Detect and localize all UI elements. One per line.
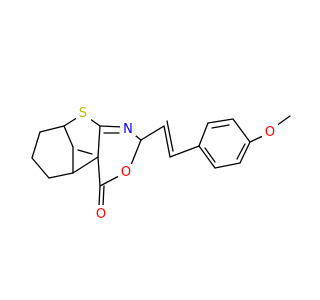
thiophene-ring	[63, 113, 101, 174]
bond	[39, 125, 65, 133]
molecule-structure: S N O O O	[31, 104, 291, 222]
bond	[239, 141, 251, 164]
bond	[275, 115, 291, 127]
ring-oxygen-atom: O	[121, 165, 131, 180]
vinyl-linker	[140, 120, 200, 158]
bond	[204, 147, 216, 163]
bond	[198, 122, 209, 147]
atom-labels: S N O O O	[76, 104, 278, 222]
bond	[102, 185, 105, 207]
bond	[169, 145, 200, 158]
bond	[77, 149, 93, 155]
bond	[130, 139, 142, 166]
bond	[236, 143, 246, 160]
bond	[214, 162, 241, 169]
cyclohexane-ring	[31, 125, 74, 179]
bond	[99, 175, 120, 187]
bond	[211, 124, 230, 129]
bond	[232, 118, 251, 143]
bond	[48, 172, 74, 179]
bond	[31, 131, 41, 159]
bond	[207, 118, 234, 124]
bond	[31, 157, 50, 179]
carbonyl-oxygen-atom: O	[96, 207, 106, 222]
bond	[198, 145, 216, 169]
bond	[98, 185, 101, 207]
bond	[97, 156, 101, 187]
oxazinone-ring	[97, 125, 142, 207]
bond	[166, 120, 174, 152]
bond	[99, 125, 124, 128]
methoxyphenyl-ring	[198, 115, 291, 169]
bond	[163, 125, 171, 158]
bond	[140, 125, 165, 141]
bond	[63, 125, 74, 148]
sulfur-atom: S	[79, 106, 87, 121]
bond	[72, 156, 99, 174]
nitrogen-atom: N	[123, 122, 133, 137]
methoxy-oxygen-atom: O	[265, 125, 275, 140]
bond	[97, 125, 101, 158]
